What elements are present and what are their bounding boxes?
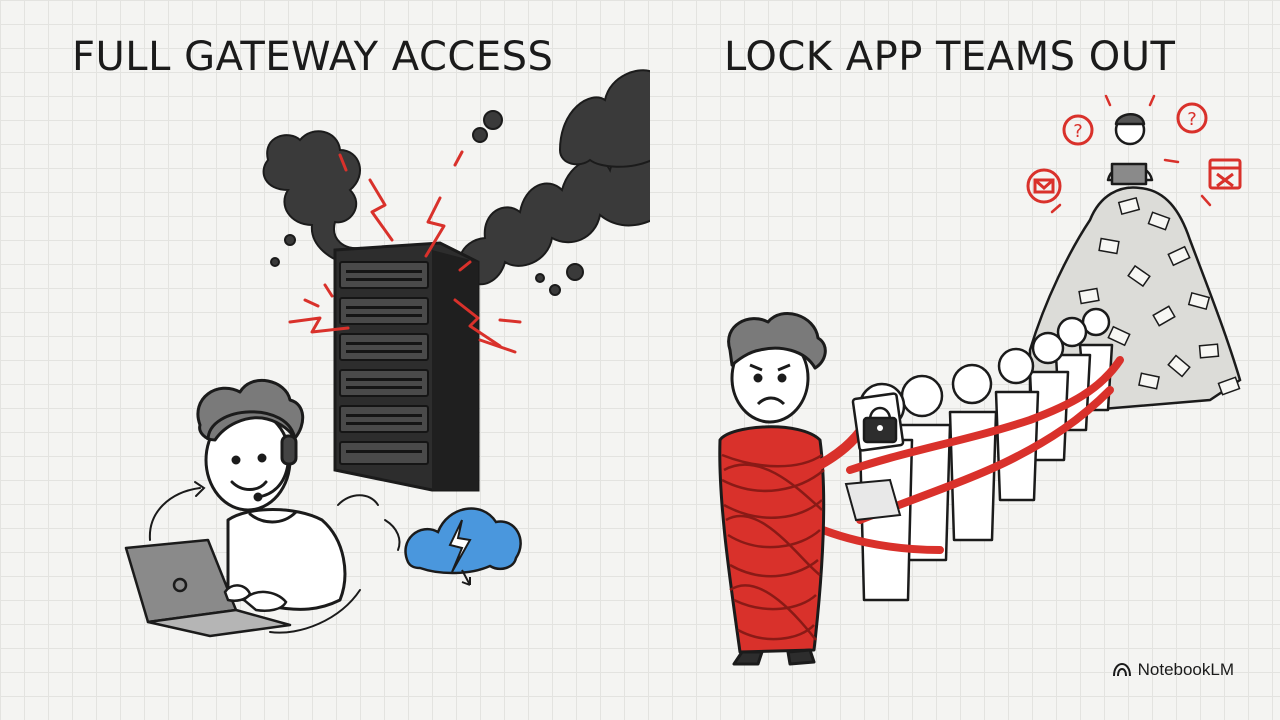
laptop-icon — [124, 538, 292, 638]
panel-full-gateway-access: FULL GATEWAY ACCESS — [72, 34, 650, 638]
brand-watermark: NotebookLM — [1112, 660, 1234, 680]
overwhelmed-person — [1106, 113, 1154, 186]
wrapped-person — [718, 311, 870, 666]
panel-title: FULL GATEWAY ACCESS — [72, 34, 554, 80]
svg-text:?: ? — [1187, 109, 1197, 130]
laptop-icon — [844, 478, 902, 522]
padlock-icon — [851, 392, 905, 452]
email-icon — [1026, 168, 1062, 204]
notebooklm-icon — [1112, 662, 1131, 677]
lightning-bolt-icon — [288, 150, 522, 354]
support-person — [196, 379, 347, 611]
svg-text:?: ? — [1073, 121, 1083, 142]
motion-arrows — [148, 481, 401, 634]
typing-hands — [223, 584, 288, 612]
brand-name: NotebookLM — [1137, 660, 1234, 679]
smoke-plume — [262, 69, 650, 296]
alert-rays — [1050, 94, 1212, 214]
gateway-illustration — [124, 69, 650, 638]
server-rack — [333, 241, 480, 492]
question-mark-icon: ? ? — [1062, 102, 1208, 146]
locked-out-illustration: ? ? — [718, 94, 1242, 666]
panel-lock-app-teams-out: LOCK APP TEAMS OUT — [650, 0, 1280, 720]
storm-cloud-icon — [404, 507, 522, 586]
calendar-cancel-icon — [1208, 158, 1242, 190]
panel-title: LOCK APP TEAMS OUT — [724, 34, 1176, 80]
headset-icon — [206, 410, 298, 502]
